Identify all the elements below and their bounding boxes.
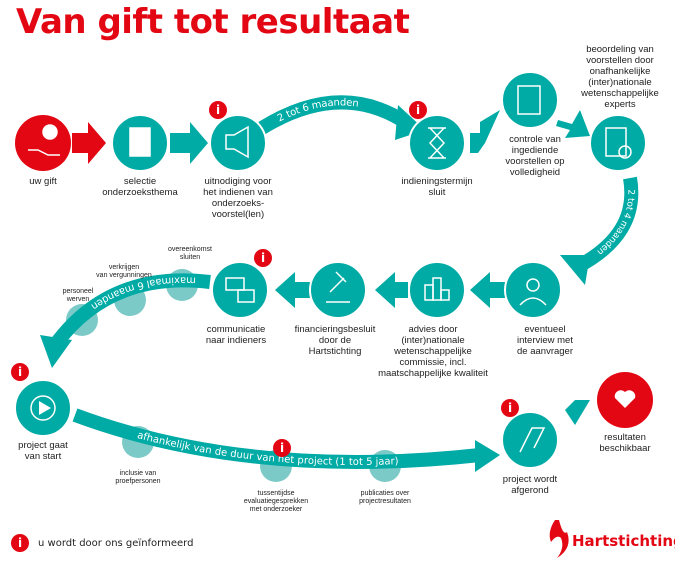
heart-icon xyxy=(614,390,636,408)
svg-text:afhankelijk van de duur van he: afhankelijk van de duur van het project … xyxy=(136,430,399,468)
svg-text:2 tot 6 maanden: 2 tot 6 maanden xyxy=(276,97,360,124)
page-title: Van gift tot resultaat xyxy=(16,2,410,42)
step-label-afgerond: project wordt afgerond xyxy=(502,474,558,496)
step-label-communicatie: communicatie naar indieners xyxy=(205,324,267,346)
logo-text: Hartstichting xyxy=(572,532,675,550)
document-icon xyxy=(129,127,151,157)
checklist-icon xyxy=(517,85,541,115)
step-label-indiening: indieningstermijn sluit xyxy=(401,176,473,198)
telephone-icon xyxy=(237,289,255,303)
step-circle-interview xyxy=(504,261,562,319)
checkered-flag-icon xyxy=(519,427,546,453)
play-icon xyxy=(30,395,56,421)
envelope-icon xyxy=(225,277,245,291)
megaphone-icon xyxy=(225,125,249,159)
step-label-financiering: financieringsbesluit door de Hartstichti… xyxy=(294,324,376,357)
svg-text:i: i xyxy=(508,401,512,415)
duration-label-4: afhankelijk van de duur van het project … xyxy=(136,430,399,468)
substep-label: publicaties over projectresultaten xyxy=(359,490,411,505)
step-label-resultaten: resultaten beschikbaar xyxy=(599,432,651,454)
step-circle-afgerond xyxy=(501,411,559,469)
document-search-icon xyxy=(605,127,627,157)
duration-label-1: 2 tot 6 maanden xyxy=(276,97,360,124)
step-label-gift: uw gift xyxy=(29,176,57,187)
svg-text:i: i xyxy=(18,536,22,550)
substep-label: inclusie van proefpersonen xyxy=(115,470,161,485)
svg-text:i: i xyxy=(280,441,284,455)
info-icon xyxy=(11,101,519,552)
step-circle-uitnodiging xyxy=(209,114,267,172)
step-label-advies: advies door (inter)nationale wetenschapp… xyxy=(378,324,488,379)
svg-text:i: i xyxy=(18,365,22,379)
people-icon xyxy=(526,278,540,292)
svg-text:i: i xyxy=(216,103,220,117)
svg-text:i: i xyxy=(416,103,420,117)
substep-label: tussentijdse evaluatiegesprekken met ond… xyxy=(243,490,309,513)
substep-label: personeel werven xyxy=(62,288,94,303)
step-label-uitnodiging: uitnodiging voor het indienen van onderz… xyxy=(203,176,273,220)
substep-label: verkrijgen van vergunningen xyxy=(96,264,152,279)
step-label-controle: controle van ingediende voorstellen op v… xyxy=(505,134,565,178)
step-label-start: project gaat van start xyxy=(18,440,68,462)
arrow xyxy=(72,122,106,164)
arrow xyxy=(170,122,208,164)
step-circle-indiening xyxy=(408,114,466,172)
gavel-icon xyxy=(326,271,350,303)
svg-text:i: i xyxy=(261,251,265,265)
step-circle-beoordeling xyxy=(589,114,647,172)
step-label-selectie: selectie onderzoeksthema xyxy=(102,176,178,198)
euro-icon xyxy=(42,124,58,140)
legend-text: u wordt door ons geïnformeerd xyxy=(38,538,194,549)
hand-icon xyxy=(28,149,60,156)
step-label-interview: eventueel interview met de aanvrager xyxy=(517,324,573,357)
step-label-beoordeling: beoordeling van voorstellen door onafhan… xyxy=(581,44,659,110)
substep-label: overeenkomst sluiten xyxy=(168,246,212,261)
step-circle-advies xyxy=(408,261,466,319)
step-circle-controle xyxy=(501,71,559,129)
step-circle-financiering xyxy=(309,261,367,319)
hourglass-icon xyxy=(428,127,446,159)
hartstichting-logo-icon xyxy=(549,520,569,558)
step-circle-gift xyxy=(15,115,71,171)
